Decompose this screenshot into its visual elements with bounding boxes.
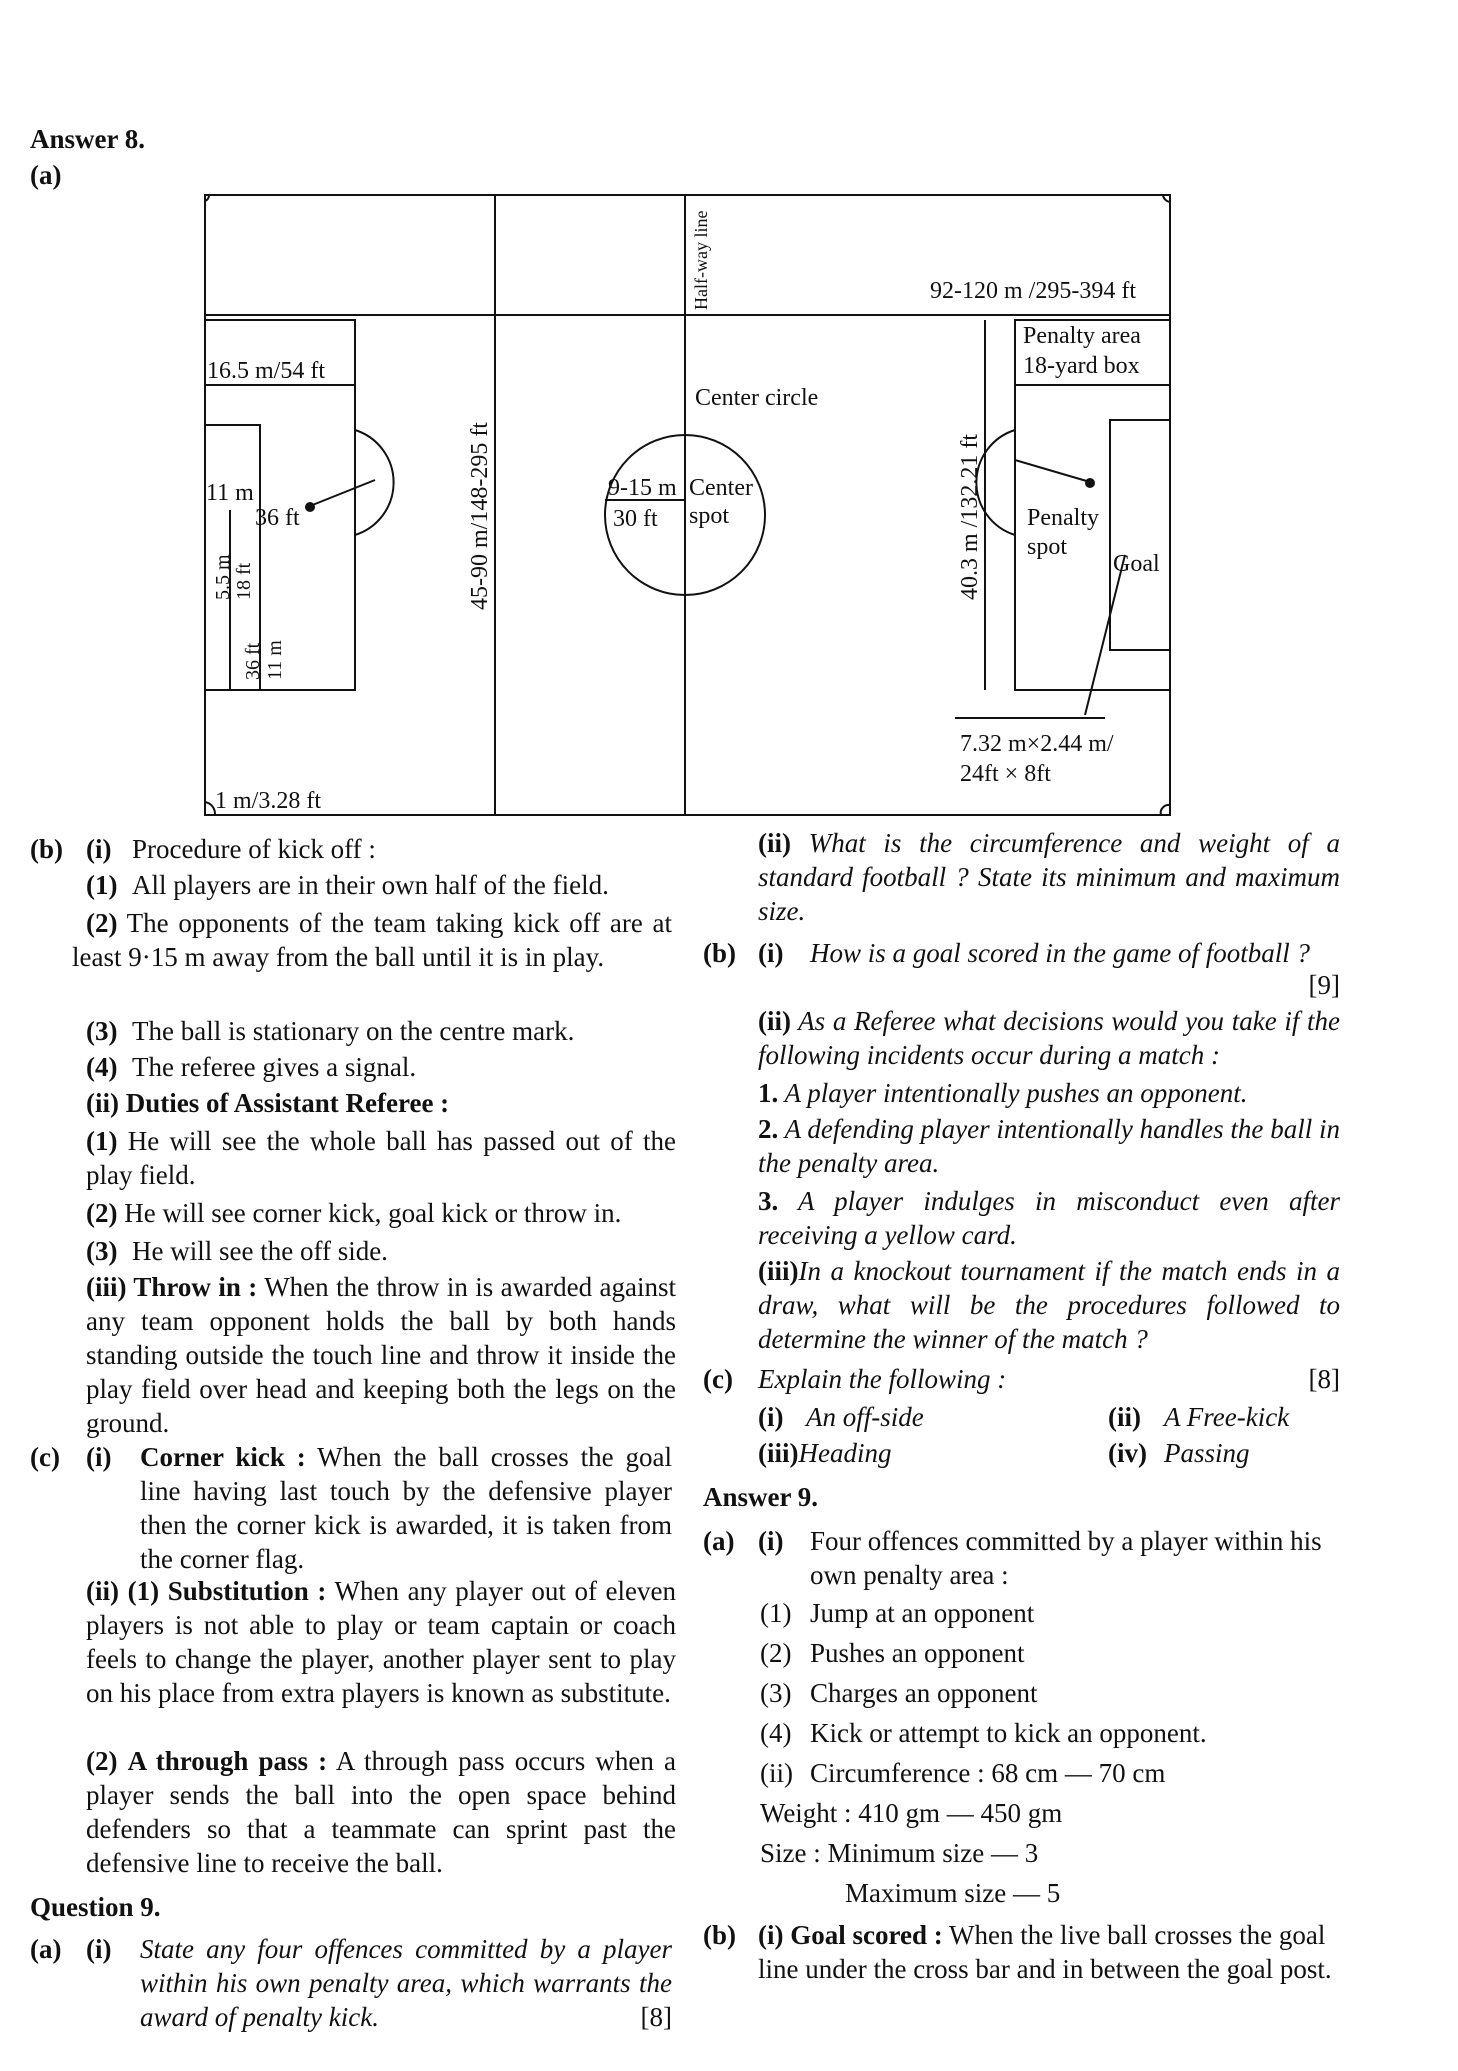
ans9-a-i-point-1: (1)Jump at an opponent	[760, 1598, 1035, 1628]
ans8-b-i-point-3: (3)The ball is stationary on the centre …	[86, 1016, 575, 1046]
length-label: 92-120 m /295-394 ft	[930, 278, 1136, 304]
halfway-line-label: Half-way line	[691, 211, 711, 310]
ans8-b-ii-heading: (ii) Duties of Assistant Referee :	[86, 1088, 450, 1118]
ans8-b-i-point-1: (1)All players are in their own half of …	[86, 870, 609, 900]
penalty-mark-label: 11 m	[206, 480, 254, 506]
answer-8-heading: Answer 8.	[30, 124, 146, 154]
goal-area-11m-label: 11 m	[264, 640, 286, 680]
ans8-c-label: (c)	[30, 1442, 60, 1472]
question-9-heading: Question 9.	[30, 1892, 161, 1922]
q9-b-iii-question: (iii)In a knockout tournament if the mat…	[758, 1256, 1340, 1354]
ans9-a-i-point-2: (2)Pushes an opponent	[760, 1638, 1025, 1668]
goal-area-ft-label: 18 ft	[233, 562, 255, 600]
right-goal-area	[1109, 419, 1171, 651]
q9-b-marks: [9]	[1308, 970, 1340, 1000]
arc-36ft-label: 36 ft	[255, 505, 300, 531]
ans9-b-i-goal-scored: (i) Goal scored : When the live ball cro…	[758, 1920, 1332, 1984]
ans8-b-i-point-2: (2) The opponents of the team taking kic…	[72, 908, 673, 972]
q9-c-item-4: (iv)Passing	[1108, 1438, 1250, 1468]
box-width-label: 16.5 m/54 ft	[207, 358, 325, 384]
ans9-size-min: Size : Minimum size — 3	[760, 1838, 1039, 1868]
ans8-b-i-point-4: (4)The referee gives a signal.	[86, 1052, 417, 1082]
q9-c-item-3: (iii)Heading	[758, 1438, 892, 1468]
ans8-c-through-pass: (2) A through pass : A through pass occu…	[86, 1746, 677, 1878]
goal-label: Goal	[1113, 551, 1160, 577]
q9-a-i-question: State any four offences committed by a p…	[140, 1934, 672, 2032]
right-penalty-arc	[975, 429, 1016, 536]
q9-c-marks: [8]	[1308, 1364, 1340, 1394]
q9-b-ii-item-2: 2. A defending player intentionally hand…	[758, 1114, 1340, 1178]
penalty-box-height-label: 40.3 m /132.21 ft	[957, 434, 983, 600]
ans8-b-i-heading: (b)(i)Procedure of kick off :	[30, 834, 376, 864]
ans8-b-iii-throw-in: (iii) Throw in : When the throw in is aw…	[86, 1272, 677, 1438]
football-field-diagram: 92-120 m /295-394 ft Penalty area 18-yar…	[195, 190, 1180, 820]
q9-c-item-1: (i)An off-side	[758, 1402, 924, 1432]
ans9-a-ii-circumference: (ii)Circumference : 68 cm — 70 cm	[760, 1758, 1166, 1788]
q9-c-question: Explain the following :[8]	[758, 1364, 1340, 1394]
center-circle-label: Center circle	[695, 385, 818, 411]
goal-area-36ft-label: 36 ft	[242, 642, 264, 680]
goal-size-label-2: 24ft × 8ft	[960, 761, 1051, 787]
q9-a-label: (a)	[30, 1934, 62, 1964]
center-circle	[604, 434, 766, 596]
penalty-area-label: Penalty area	[1023, 323, 1141, 349]
q9-c-item-2: (ii)A Free-kick	[1108, 1402, 1290, 1432]
ans8-b-ii-point-2: (2) He will see corner kick, goal kick o…	[86, 1198, 622, 1228]
ans9-weight: Weight : 410 gm — 450 gm	[760, 1798, 1063, 1828]
left-goal-area	[204, 424, 261, 691]
width-label: 45-90 m/148-295 ft	[467, 422, 493, 610]
goal-area-m-label: 5.5 m	[212, 554, 234, 600]
q9-b-label: (b)	[703, 938, 736, 968]
ans8-c-i-corner-kick: Corner kick : When the ball crosses the …	[140, 1442, 672, 1574]
q9-b-ii-question: (ii) As a Referee what decisions would y…	[758, 1006, 1340, 1070]
answer-9-heading: Answer 9.	[703, 1482, 819, 1512]
ans8-b-ii-point-1: (1) He will see the whole ball has passe…	[86, 1126, 677, 1190]
ans8-c-i-label: (i)	[86, 1442, 112, 1472]
ans9-size-max: Maximum size — 5	[845, 1878, 1061, 1908]
ans9-a-i-point-4: (4)Kick or attempt to kick an opponent.	[760, 1718, 1207, 1748]
q9-b-ii-item-3: 3. A player indulges in misconduct even …	[758, 1186, 1340, 1250]
q9-a-marks: [8]	[640, 2002, 672, 2032]
q9-b-i-label: (i)	[758, 938, 784, 968]
circle-radius-ft: 30 ft	[613, 506, 658, 532]
center-spot-label: Center	[689, 475, 753, 501]
q9-a-i-label: (i)	[86, 1934, 112, 1964]
corner-arc-label: 1 m/3.28 ft	[215, 788, 321, 814]
ans9-b-label: (b)	[703, 1920, 736, 1950]
q9-b-i-question: How is a goal scored in the game of foot…	[810, 938, 1310, 968]
goal-size-label: 7.32 m×2.44 m/	[960, 731, 1114, 757]
ans9-a-i-label: (i)	[758, 1526, 784, 1556]
center-spot-label-2: spot	[689, 503, 729, 529]
penalty-area-label-2: 18-yard box	[1023, 353, 1140, 379]
penalty-spot-label-2: spot	[1027, 534, 1067, 560]
circle-radius-m: 9-15 m	[608, 475, 677, 501]
ans8-c-ii-substitution: (ii) (1) Substitution : When any player …	[86, 1576, 677, 1708]
ans9-a-i-text: Four offences committed by a player with…	[810, 1526, 1322, 1590]
answer-8-part-a-label: (a)	[30, 160, 62, 190]
left-penalty-arc	[354, 429, 395, 536]
ans9-a-label: (a)	[703, 1526, 735, 1556]
q9-b-ii-item-1: 1. A player intentionally pushes an oppo…	[758, 1078, 1248, 1108]
penalty-spot-label: Penalty	[1027, 505, 1099, 531]
ans9-a-i-point-3: (3)Charges an opponent	[760, 1678, 1038, 1708]
q9-c-label: (c)	[703, 1364, 733, 1394]
q9-a-ii-question: (ii) What is the circumference and weigh…	[758, 828, 1340, 926]
ans8-b-ii-point-3: (3)He will see the off side.	[86, 1236, 388, 1266]
